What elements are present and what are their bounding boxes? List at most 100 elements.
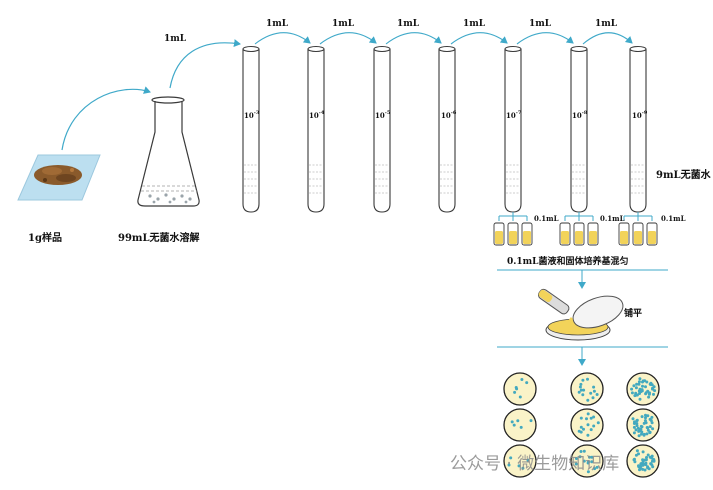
colony bbox=[649, 383, 653, 386]
colony bbox=[650, 463, 654, 467]
colony bbox=[635, 382, 639, 386]
colony bbox=[641, 458, 645, 462]
colony bbox=[519, 425, 523, 429]
colony bbox=[641, 384, 644, 388]
colony bbox=[632, 422, 636, 425]
colony bbox=[510, 420, 514, 424]
tube-exp-6: 10-9 bbox=[632, 110, 648, 120]
colony bbox=[633, 394, 637, 398]
petri-plate-0-1 bbox=[503, 408, 537, 442]
colony bbox=[582, 449, 586, 453]
plating-label: 铺平 bbox=[624, 309, 643, 319]
tube-exp-3: 10-6 bbox=[441, 110, 457, 120]
colony bbox=[586, 412, 590, 416]
colony bbox=[525, 381, 529, 385]
colony bbox=[647, 467, 651, 471]
colony bbox=[513, 390, 517, 394]
test-tube-1 bbox=[307, 45, 325, 213]
colony bbox=[637, 434, 641, 438]
arrow-transfer-5 bbox=[582, 32, 633, 45]
colony bbox=[632, 425, 636, 429]
flask bbox=[137, 96, 200, 207]
watermark: 公众号 · 微生物知识库 bbox=[450, 454, 620, 474]
transfer-label-1: 1mL bbox=[266, 19, 289, 29]
test-tube-5 bbox=[570, 45, 588, 213]
colony bbox=[645, 432, 649, 436]
mix-label: 0.1mL菌液和固体培养基混匀 bbox=[507, 257, 629, 267]
colony bbox=[641, 380, 644, 384]
colony bbox=[644, 458, 648, 462]
colony bbox=[644, 463, 648, 467]
colony bbox=[579, 450, 583, 453]
arrow-transfer-1 bbox=[319, 32, 377, 45]
colony bbox=[581, 378, 585, 382]
colony bbox=[579, 388, 583, 392]
petri-plate-2-0 bbox=[626, 372, 660, 406]
colony bbox=[590, 455, 594, 459]
colony bbox=[586, 377, 589, 381]
plating-tubes-2 bbox=[618, 212, 658, 246]
colony bbox=[579, 416, 583, 420]
colony bbox=[646, 414, 650, 418]
colony bbox=[588, 455, 591, 459]
colony bbox=[582, 388, 586, 392]
colony bbox=[589, 428, 593, 432]
colony bbox=[649, 419, 653, 422]
colony bbox=[651, 386, 655, 390]
arrow-sample-to-flask bbox=[61, 86, 151, 151]
colony bbox=[646, 389, 650, 393]
colony bbox=[633, 460, 637, 464]
colony bbox=[516, 419, 520, 423]
colony bbox=[582, 459, 586, 463]
colony bbox=[635, 422, 639, 425]
arrow-flask-to-tube bbox=[169, 39, 241, 89]
tube-exp-5: 10-8 bbox=[572, 110, 588, 120]
colony bbox=[529, 419, 533, 423]
colony bbox=[578, 385, 582, 389]
colony bbox=[632, 431, 636, 435]
colony bbox=[641, 467, 645, 471]
colony bbox=[595, 393, 599, 396]
colony bbox=[646, 426, 650, 430]
colony bbox=[653, 389, 657, 393]
colony bbox=[644, 413, 647, 417]
colony bbox=[637, 389, 641, 393]
colony bbox=[586, 433, 590, 437]
petri-plate-0-2 bbox=[503, 444, 537, 478]
test-tube-6 bbox=[629, 45, 647, 213]
colony bbox=[635, 393, 639, 397]
colony bbox=[643, 379, 647, 383]
transfer-label-0: 1mL bbox=[164, 34, 187, 44]
colony bbox=[637, 464, 640, 468]
transfer-label-5: 1mL bbox=[529, 19, 552, 29]
colony bbox=[585, 417, 588, 421]
aliquot-label-0: 0.1mL bbox=[534, 214, 559, 223]
colony bbox=[640, 415, 644, 419]
colony bbox=[651, 427, 655, 431]
colony bbox=[587, 460, 590, 464]
colony bbox=[630, 387, 634, 391]
colony bbox=[586, 423, 590, 427]
colony bbox=[650, 421, 654, 425]
colony bbox=[635, 418, 639, 422]
colony bbox=[518, 395, 522, 399]
colony bbox=[631, 417, 635, 421]
colony bbox=[579, 425, 583, 429]
water-label: 9mL无菌水 bbox=[656, 170, 711, 181]
colony bbox=[586, 398, 590, 402]
colony bbox=[577, 390, 581, 394]
aliquot-label-1: 0.1mL bbox=[600, 214, 625, 223]
colony bbox=[640, 432, 643, 436]
arrow-transfer-2 bbox=[385, 32, 442, 45]
petri-plate-2-2 bbox=[626, 444, 660, 478]
colony bbox=[638, 468, 641, 472]
colony bbox=[639, 462, 643, 466]
transfer-label-6: 1mL bbox=[595, 19, 618, 29]
colony bbox=[579, 430, 583, 434]
colony bbox=[640, 389, 644, 393]
colony bbox=[589, 391, 593, 395]
test-tube-3 bbox=[438, 45, 456, 213]
colony bbox=[509, 456, 513, 460]
petri-plate-2-1 bbox=[626, 408, 660, 442]
colony bbox=[652, 459, 656, 463]
